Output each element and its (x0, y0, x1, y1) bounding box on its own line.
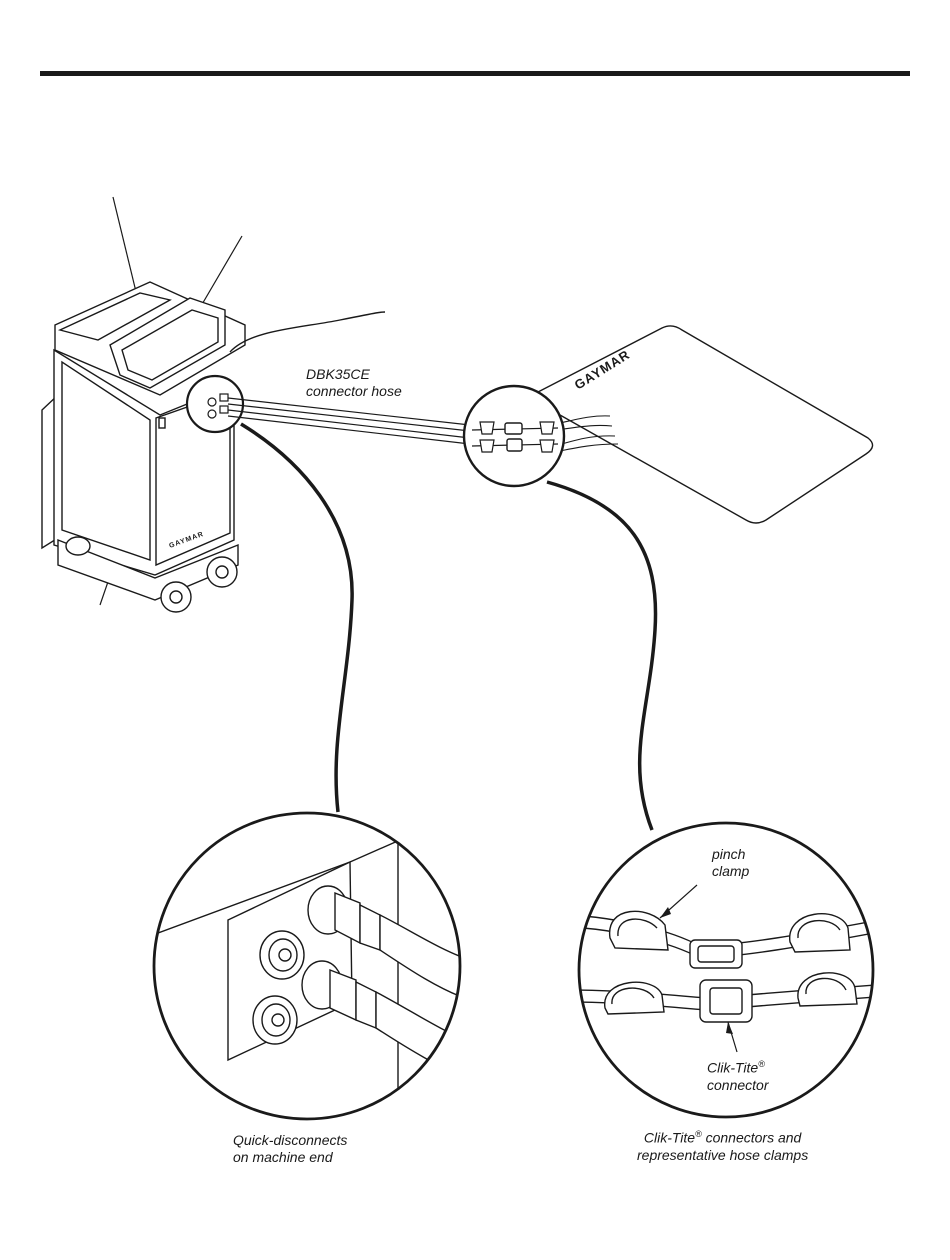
pinch-line1: pinch (712, 846, 749, 863)
cliktite-reg: ® (758, 1059, 765, 1069)
control-unit: GAYMAR (42, 282, 385, 612)
quick-disconnect-detail (150, 813, 470, 1140)
caption-right-line2: representative hose clamps (637, 1147, 808, 1164)
caption-right-rest: connectors and (702, 1130, 802, 1146)
cliktite-caption: Clik-Tite® connectors and representative… (637, 1126, 808, 1164)
pinch-line2: clamp (712, 863, 749, 880)
machine-connector-callout (187, 376, 243, 432)
hose-desc: connector hose (306, 383, 402, 400)
quick-line2: on machine end (233, 1149, 347, 1166)
quick-disconnect-caption: Quick-disconnects on machine end (233, 1132, 347, 1166)
callout-connectors (241, 424, 656, 830)
caption-right-reg: ® (695, 1129, 702, 1139)
quick-line1: Quick-disconnects (233, 1132, 347, 1149)
pinch-clamp-arrowhead (660, 907, 671, 918)
pad-connector-callout (464, 386, 564, 486)
cliktite-word: connector (707, 1077, 768, 1094)
caption-right-name: Clik-Tite (644, 1130, 695, 1146)
header-rule (40, 71, 910, 76)
cliktite-name: Clik-Tite (707, 1060, 758, 1076)
hose-name: DBK35CE (306, 366, 402, 383)
blanket-pad: GAYMAR (538, 326, 873, 523)
cliktite-connector-label: Clik-Tite® connector (707, 1056, 768, 1094)
connector-hose (228, 398, 470, 444)
cliktite-arrowhead (726, 1022, 733, 1034)
pinch-clamp-label: pinch clamp (712, 846, 749, 880)
hose-label: DBK35CE connector hose (306, 366, 402, 400)
